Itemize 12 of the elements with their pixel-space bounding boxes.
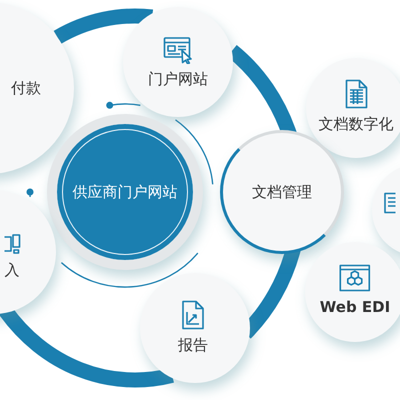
topic-bubble <box>140 273 250 383</box>
topic-label: 文档管理 <box>252 183 312 201</box>
topic-label: 付款 <box>11 79 41 97</box>
hub-circle <box>47 114 203 270</box>
topic-label: 入 <box>4 261 20 279</box>
topic-label: Web EDI <box>320 298 390 316</box>
topic-bubble <box>123 7 233 117</box>
topic-bubble <box>305 242 400 342</box>
topic-label: 报告 <box>178 336 208 354</box>
hub-title: 供应商门户网站 <box>72 183 178 201</box>
topic-label: 文档数字化 <box>318 115 394 133</box>
topic-label: 门户网站 <box>148 70 208 88</box>
